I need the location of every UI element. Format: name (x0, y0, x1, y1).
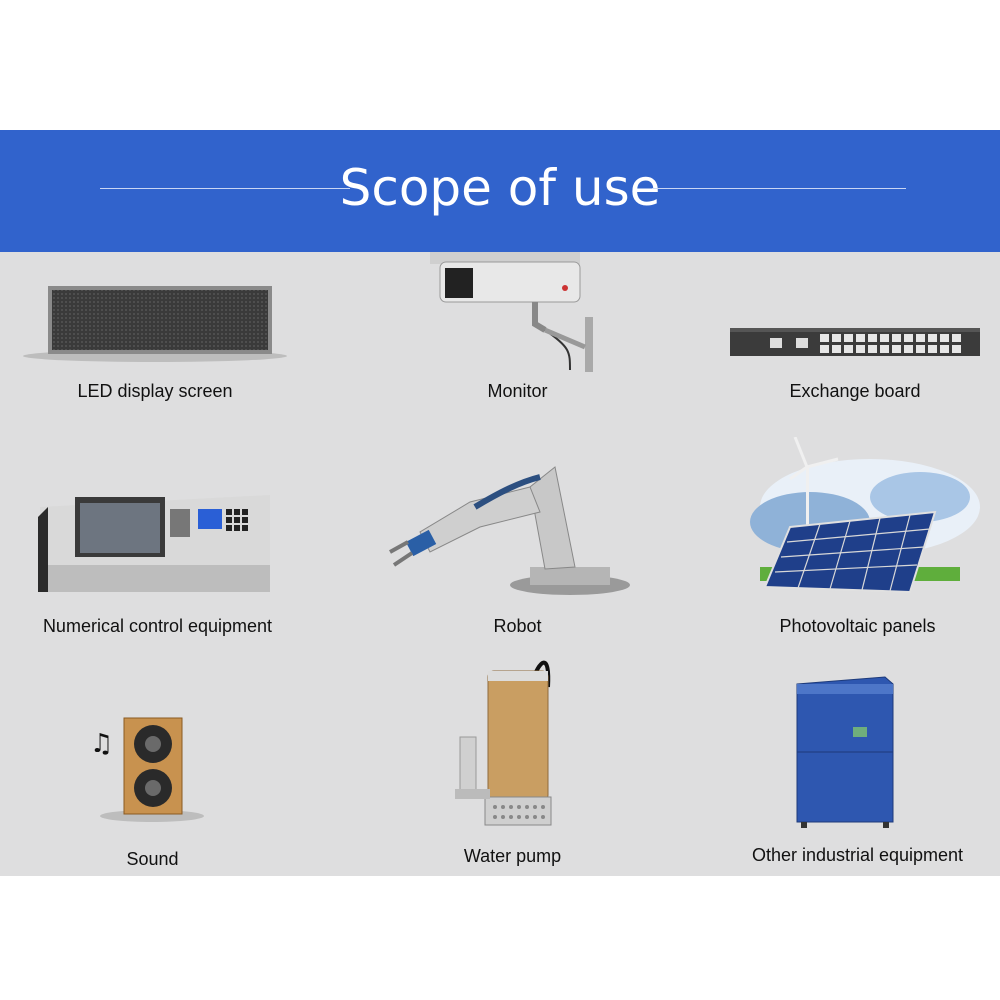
solar-panel-icon (750, 437, 980, 594)
header-banner: Scope of use (0, 130, 1000, 252)
network-switch-icon (730, 328, 980, 356)
grid-item-label: Water pump (463, 846, 562, 866)
grid-item-label: Monitor (487, 381, 548, 401)
grid-item-label: Numerical control equipment (42, 616, 273, 636)
grid-item-numerical-control: Numerical control equipment (20, 487, 295, 642)
application-grid: LED display screen Monitor (0, 252, 1000, 876)
header-right-rule (652, 188, 906, 189)
grid-item-led-display: LED display screen (20, 272, 290, 412)
led-display-icon (23, 286, 287, 362)
grid-item-sound: ♫ Sound (40, 712, 265, 872)
grid-item-label: Sound (126, 849, 179, 869)
grid-item-photovoltaic: Photovoltaic panels (720, 437, 995, 642)
grid-item-label: Robot (493, 616, 542, 636)
grid-item-water-pump: Water pump (400, 647, 625, 872)
cnc-machine-icon (38, 495, 270, 592)
grid-item-label: LED display screen (77, 381, 233, 401)
page-title: Scope of use (339, 159, 661, 217)
industrial-cabinet-icon (796, 676, 894, 828)
grid-item-exchange-board: Exchange board (720, 272, 990, 412)
grid-item-label: Photovoltaic panels (779, 616, 936, 636)
header-left-rule (100, 188, 350, 189)
grid-item-robot: Robot (380, 457, 655, 642)
robot-arm-icon (389, 466, 630, 595)
grid-item-monitor: Monitor (385, 252, 650, 412)
grid-item-label: Exchange board (789, 381, 921, 401)
water-pump-icon (455, 660, 552, 826)
grid-item-other-industrial: Other industrial equipment (735, 672, 980, 872)
speaker-icon: ♫ (90, 717, 204, 822)
grid-item-label: Other industrial equipment (751, 845, 964, 865)
security-camera-icon (430, 252, 593, 372)
music-note-icon: ♫ (90, 729, 113, 759)
